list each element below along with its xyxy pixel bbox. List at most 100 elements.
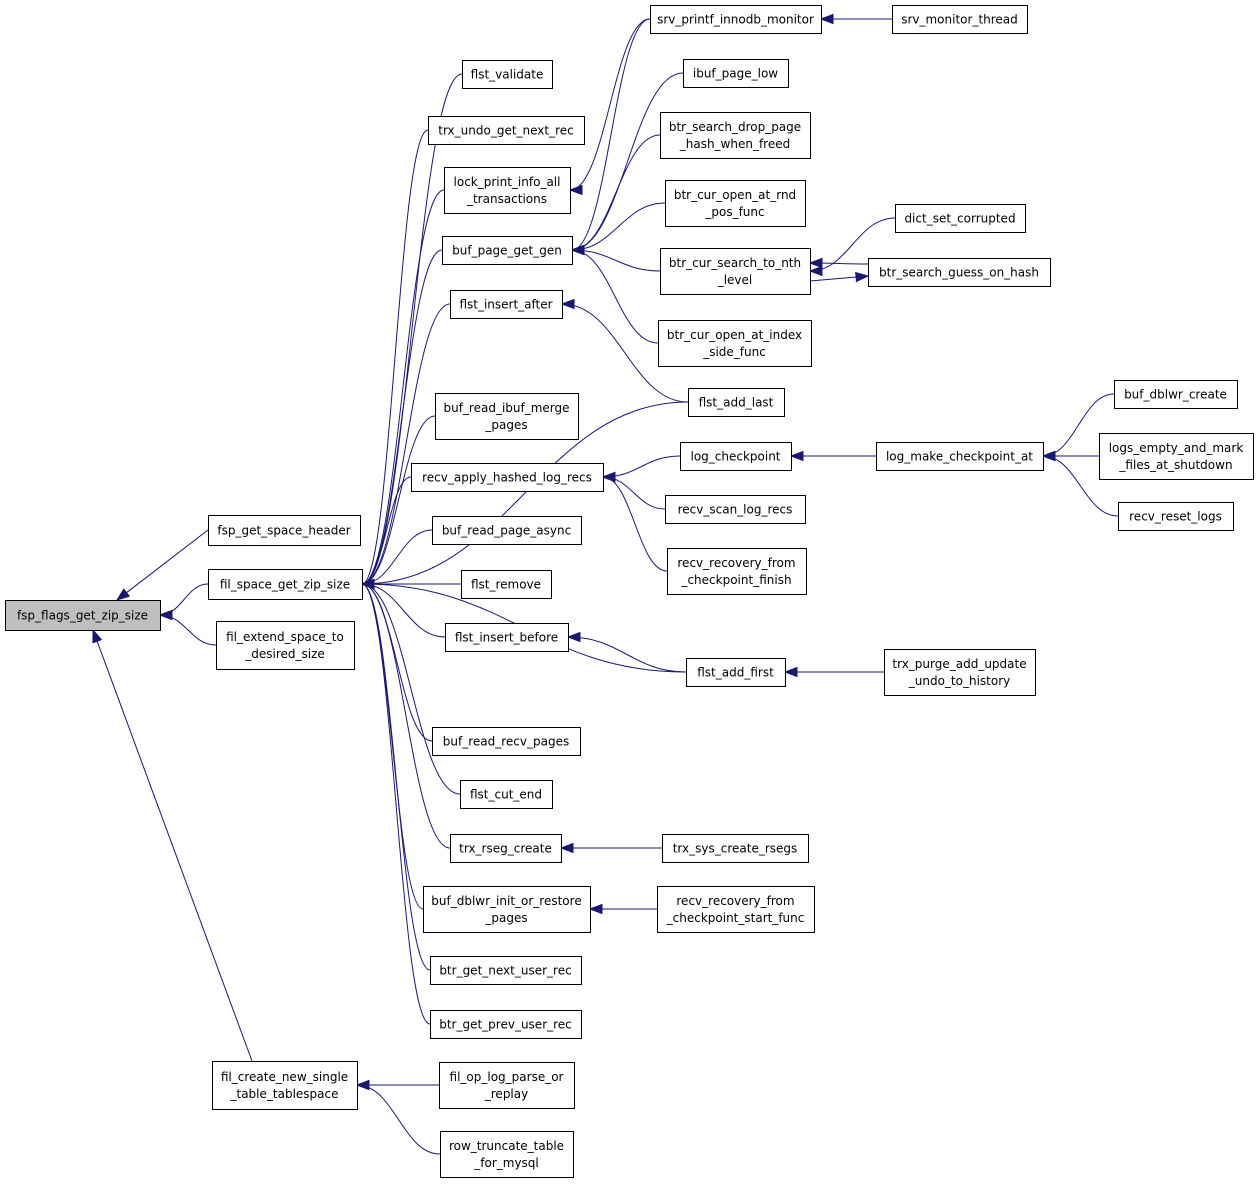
node-row-truncate-table-for-mysql[interactable]: row_truncate_table_for_mysql [440,1131,574,1178]
edge-line [361,249,443,585]
node-label: btr_search_guess_on_hash [879,266,1039,280]
node-box [423,886,591,933]
edge-n_fsh-to-n_root [115,529,209,601]
node-dict-set-corrupted[interactable]: dict_set_corrupted [895,204,1026,233]
node-trx-undo-get-next-rec[interactable]: trx_undo_get_next_rec [428,116,585,145]
edge-line [361,583,431,1025]
node-fil-op-log-parse-or-replay[interactable]: fil_op_log_parse_or_replay [439,1062,575,1109]
node-lock-print-info-all-transactions[interactable]: lock_print_info_all _transactions [444,167,571,214]
edge-n_rttfm-to-n_fcnst [355,1079,441,1155]
node-flst-add-last[interactable]: flst_add_last [688,388,785,417]
node-recv-recovery-from-checkpoint-finish[interactable]: recv_recovery_from_checkpoint_finish [667,548,807,595]
node-label: dict_set_corrupted [904,212,1015,226]
node-recv-scan-log-recs[interactable]: recv_scan_log_recs [665,495,806,524]
edge-n_lmca-to-n_lcp [789,450,876,462]
node-btr-search-guess-on-hash[interactable]: btr_search_guess_on_hash [868,258,1051,287]
node-label: recv_scan_log_recs [678,503,793,517]
node-fsp-get-space-header[interactable]: fsp_get_space_header [208,515,361,546]
node-log-make-checkpoint-at[interactable]: log_make_checkpoint_at [876,442,1044,471]
node-label: btr_cur_open_at_index [667,328,802,342]
node-label: flst_add_last [699,396,774,410]
node-buf-dblwr-init-or-restore-pages[interactable]: buf_dblwr_init_or_restore_pages [423,886,591,933]
edge-n_fal-to-n_fia [560,298,689,403]
node-box [660,112,811,159]
node-btr-cur-open-at-index-side-func[interactable]: btr_cur_open_at_index_side_func [658,320,812,367]
edge-line [361,303,451,585]
edge-line [571,249,661,272]
edge-n_smt-to-n_spim [819,13,892,25]
node-flst-insert-after[interactable]: flst_insert_after [450,290,563,319]
node-trx-rseg-create[interactable]: trx_rseg_create [450,834,562,863]
edge-arrowhead [808,265,823,277]
node-box [460,780,553,809]
node-label: _pages [484,418,527,432]
node-flst-insert-before[interactable]: flst_insert_before [445,623,569,652]
node-btr-get-prev-user-rec[interactable]: btr_get_prev_user_rec [430,1010,582,1039]
node-label: flst_insert_after [459,298,552,312]
edge-line [571,134,661,251]
edge-arrowhead [570,244,585,256]
edge-n_dsc-to-n_bcstn [808,217,896,277]
edge-line [571,202,666,251]
node-box [667,548,807,595]
node-logs-empty-and-mark-files-at-shutdown[interactable]: logs_empty_and_mark_files_at_shutdown [1099,433,1254,480]
node-buf-dblwr-create[interactable]: buf_dblwr_create [1114,380,1238,409]
node-flst-add-first[interactable]: flst_add_first [686,658,786,687]
edge-n_tugnr-to-n_fsgz [360,129,429,590]
node-buf-read-page-async[interactable]: buf_read_page_async [432,516,582,545]
node-box [440,1131,574,1178]
node-label: recv_recovery_from [676,894,794,908]
node-buf-page-get-gen[interactable]: buf_page_get_gen [442,236,573,265]
node-box [439,1062,575,1109]
node-fil-extend-space-to-desired-size[interactable]: fil_extend_space_to_desired_size [216,621,355,670]
edge-line [571,18,651,251]
edge-arrowhead [601,471,616,483]
node-box [868,258,1051,287]
node-label: _files_at_shutdown [1118,458,1232,472]
node-label: fil_op_log_parse_or [450,1070,564,1084]
node-label: _pages [484,911,527,925]
node-recv-recovery-from-checkpoint-start-func[interactable]: recv_recovery_from_checkpoint_start_func [657,886,815,933]
node-label: _table_tablespace [230,1087,339,1101]
node-box [432,727,581,756]
node-label: trx_sys_create_rsegs [673,842,798,856]
node-fil-create-new-single-table-tablespace[interactable]: fil_create_new_single_table_tablespace [212,1061,358,1110]
node-box [1099,433,1254,480]
node-label: lock_print_info_all [454,175,561,189]
edge-arrowhead [560,298,575,310]
node-label: _transactions [466,192,547,206]
node-flst-remove[interactable]: flst_remove [461,570,552,599]
node-btr-cur-open-at-rnd-pos-func[interactable]: btr_cur_open_at_rnd_pos_func [665,180,806,227]
node-recv-apply-hashed-log-recs[interactable]: recv_apply_hashed_log_recs [411,463,604,492]
edge-n_bcoai-to-n_bpgg [570,244,659,344]
node-flst-cut-end[interactable]: flst_cut_end [460,780,553,809]
node-trx-purge-add-update-undo-to-history[interactable]: trx_purge_add_update_undo_to_history [884,649,1036,696]
node-ibuf-page-low[interactable]: ibuf_page_low [683,59,789,88]
edge-line [602,476,666,510]
edge-line [571,249,659,344]
node-btr-get-next-user-rec[interactable]: btr_get_next_user_rec [430,956,582,985]
node-buf-read-recv-pages[interactable]: buf_read_recv_pages [432,727,581,756]
node-btr-cur-search-to-nth-level[interactable]: btr_cur_search_to_nth_level [660,248,811,295]
node-recv-reset-logs[interactable]: recv_reset_logs [1118,502,1234,531]
node-flst-validate[interactable]: flst_validate [462,60,553,89]
node-log-checkpoint[interactable]: log_checkpoint [680,442,792,471]
node-fil-space-get-zip-size[interactable]: fil_space_get_zip_size [208,569,363,600]
node-srv-printf-innodb-monitor[interactable]: srv_printf_innodb_monitor [650,5,822,34]
node-box [208,569,363,600]
node-label: recv_apply_hashed_log_recs [422,471,592,485]
edges-layer [92,13,1119,1155]
node-label: btr_get_next_user_rec [439,964,571,978]
node-btr-search-drop-page-hash-when-freed[interactable]: btr_search_drop_page_hash_when_freed [660,112,811,159]
node-fsp-flags-get-zip-size[interactable]: fsp_flags_get_zip_size [5,600,161,631]
edge-n_rahlr-to-n_fsgz [360,476,412,590]
node-trx-sys-create-rsegs[interactable]: trx_sys_create_rsegs [662,834,809,863]
node-box [450,834,562,863]
edge-n_fce-to-n_fsgz [360,578,461,795]
node-box [1118,502,1234,531]
node-srv-monitor-thread[interactable]: srv_monitor_thread [892,5,1028,34]
edge-n_bpgg-to-n_fsgz [360,249,443,590]
edge-line [569,18,651,191]
node-buf-read-ibuf-merge-pages[interactable]: buf_read_ibuf_merge_pages [435,393,579,440]
edge-n_fesd-to-n_root [158,609,217,646]
